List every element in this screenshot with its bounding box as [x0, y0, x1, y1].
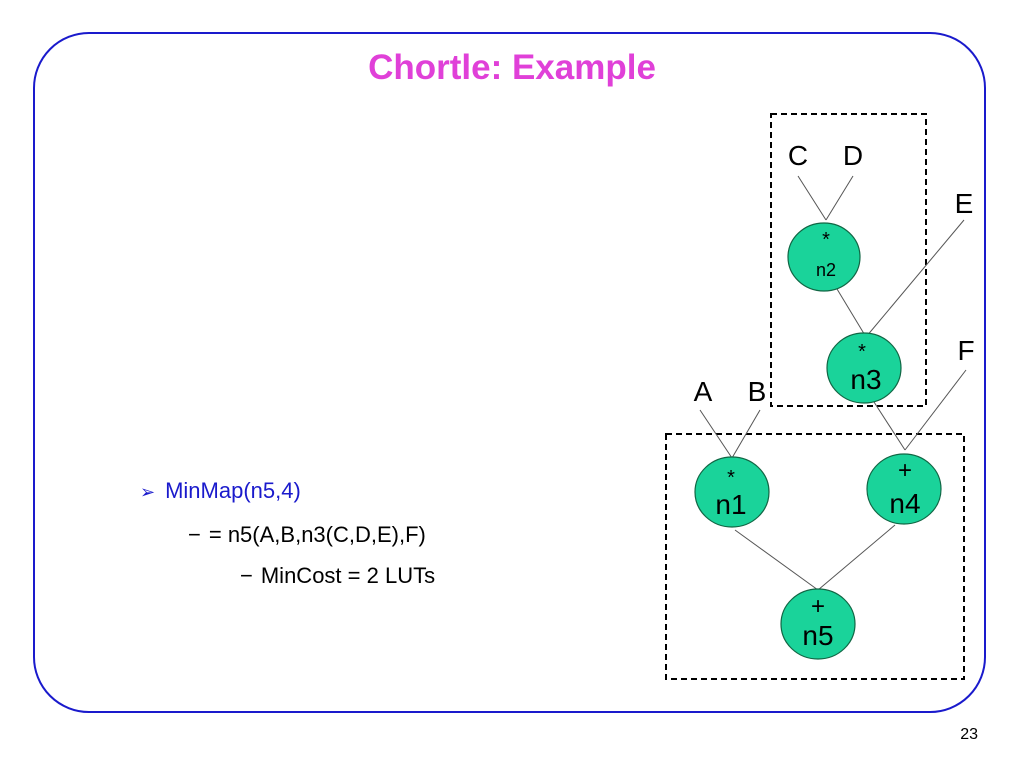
node-n5-op: +	[811, 593, 825, 620]
input-a-label: A	[694, 376, 713, 407]
edge-c-n2	[797, 175, 827, 221]
node-n2: * n2	[787, 222, 861, 292]
edge-e-n3	[865, 219, 965, 338]
node-n1: * n1	[694, 456, 770, 528]
node-n2-op: *	[822, 229, 830, 251]
edges	[699, 175, 967, 591]
page-number: 23	[960, 726, 978, 743]
input-b-label: B	[748, 376, 767, 407]
bullet-level1-text: MinMap(n5,4)	[165, 478, 301, 503]
node-n5-circle	[780, 588, 856, 660]
bullet-level1: ➢ MinMap(n5,4)	[140, 478, 301, 504]
node-n1-circle	[694, 456, 770, 528]
arrow-bullet-icon: ➢	[140, 482, 156, 502]
node-n2-name: n2	[816, 260, 836, 280]
node-n3-name: n3	[850, 364, 881, 395]
node-n3-op: *	[858, 341, 866, 363]
bullet-level3-text: MinCost = 2 LUTs	[260, 563, 436, 588]
node-n4: + n4	[866, 453, 942, 525]
edge-b-n1	[731, 409, 761, 459]
edge-a-n1	[699, 409, 733, 459]
edge-f-n4	[904, 369, 967, 451]
node-n1-op: *	[727, 467, 735, 489]
bullet-level2-text: = n5(A,B,n3(C,D,E),F)	[208, 522, 426, 547]
node-n5: + n5	[780, 588, 856, 660]
input-e-label: E	[955, 188, 974, 219]
edge-n3-n4	[873, 401, 906, 451]
node-n2-circle	[787, 222, 861, 292]
dash-bullet: −	[240, 563, 253, 588]
lut-box-lower	[665, 433, 965, 680]
edge-d-n2	[825, 175, 854, 221]
dash-bullet: −	[188, 522, 201, 547]
bullet-level3: −MinCost = 2 LUTs	[240, 563, 435, 589]
edge-n2-n3	[833, 283, 867, 338]
bullet-level2: −= n5(A,B,n3(C,D,E),F)	[188, 522, 426, 548]
node-n4-circle	[866, 453, 942, 525]
edge-n4-n5	[817, 524, 896, 591]
slide-border	[33, 32, 986, 713]
node-n4-name: n4	[889, 488, 920, 519]
input-c-label: C	[788, 140, 808, 171]
input-f-label: F	[957, 335, 974, 366]
input-d-label: D	[843, 140, 863, 171]
node-n4-op: +	[898, 457, 912, 484]
slide-title: Chortle: Example	[368, 48, 656, 87]
node-n5-name: n5	[802, 620, 833, 651]
lut-box-upper	[770, 113, 927, 407]
node-n1-name: n1	[715, 489, 746, 520]
node-n3: * n3	[826, 332, 902, 404]
edge-n1-n5	[734, 529, 819, 591]
node-n3-circle	[826, 332, 902, 404]
